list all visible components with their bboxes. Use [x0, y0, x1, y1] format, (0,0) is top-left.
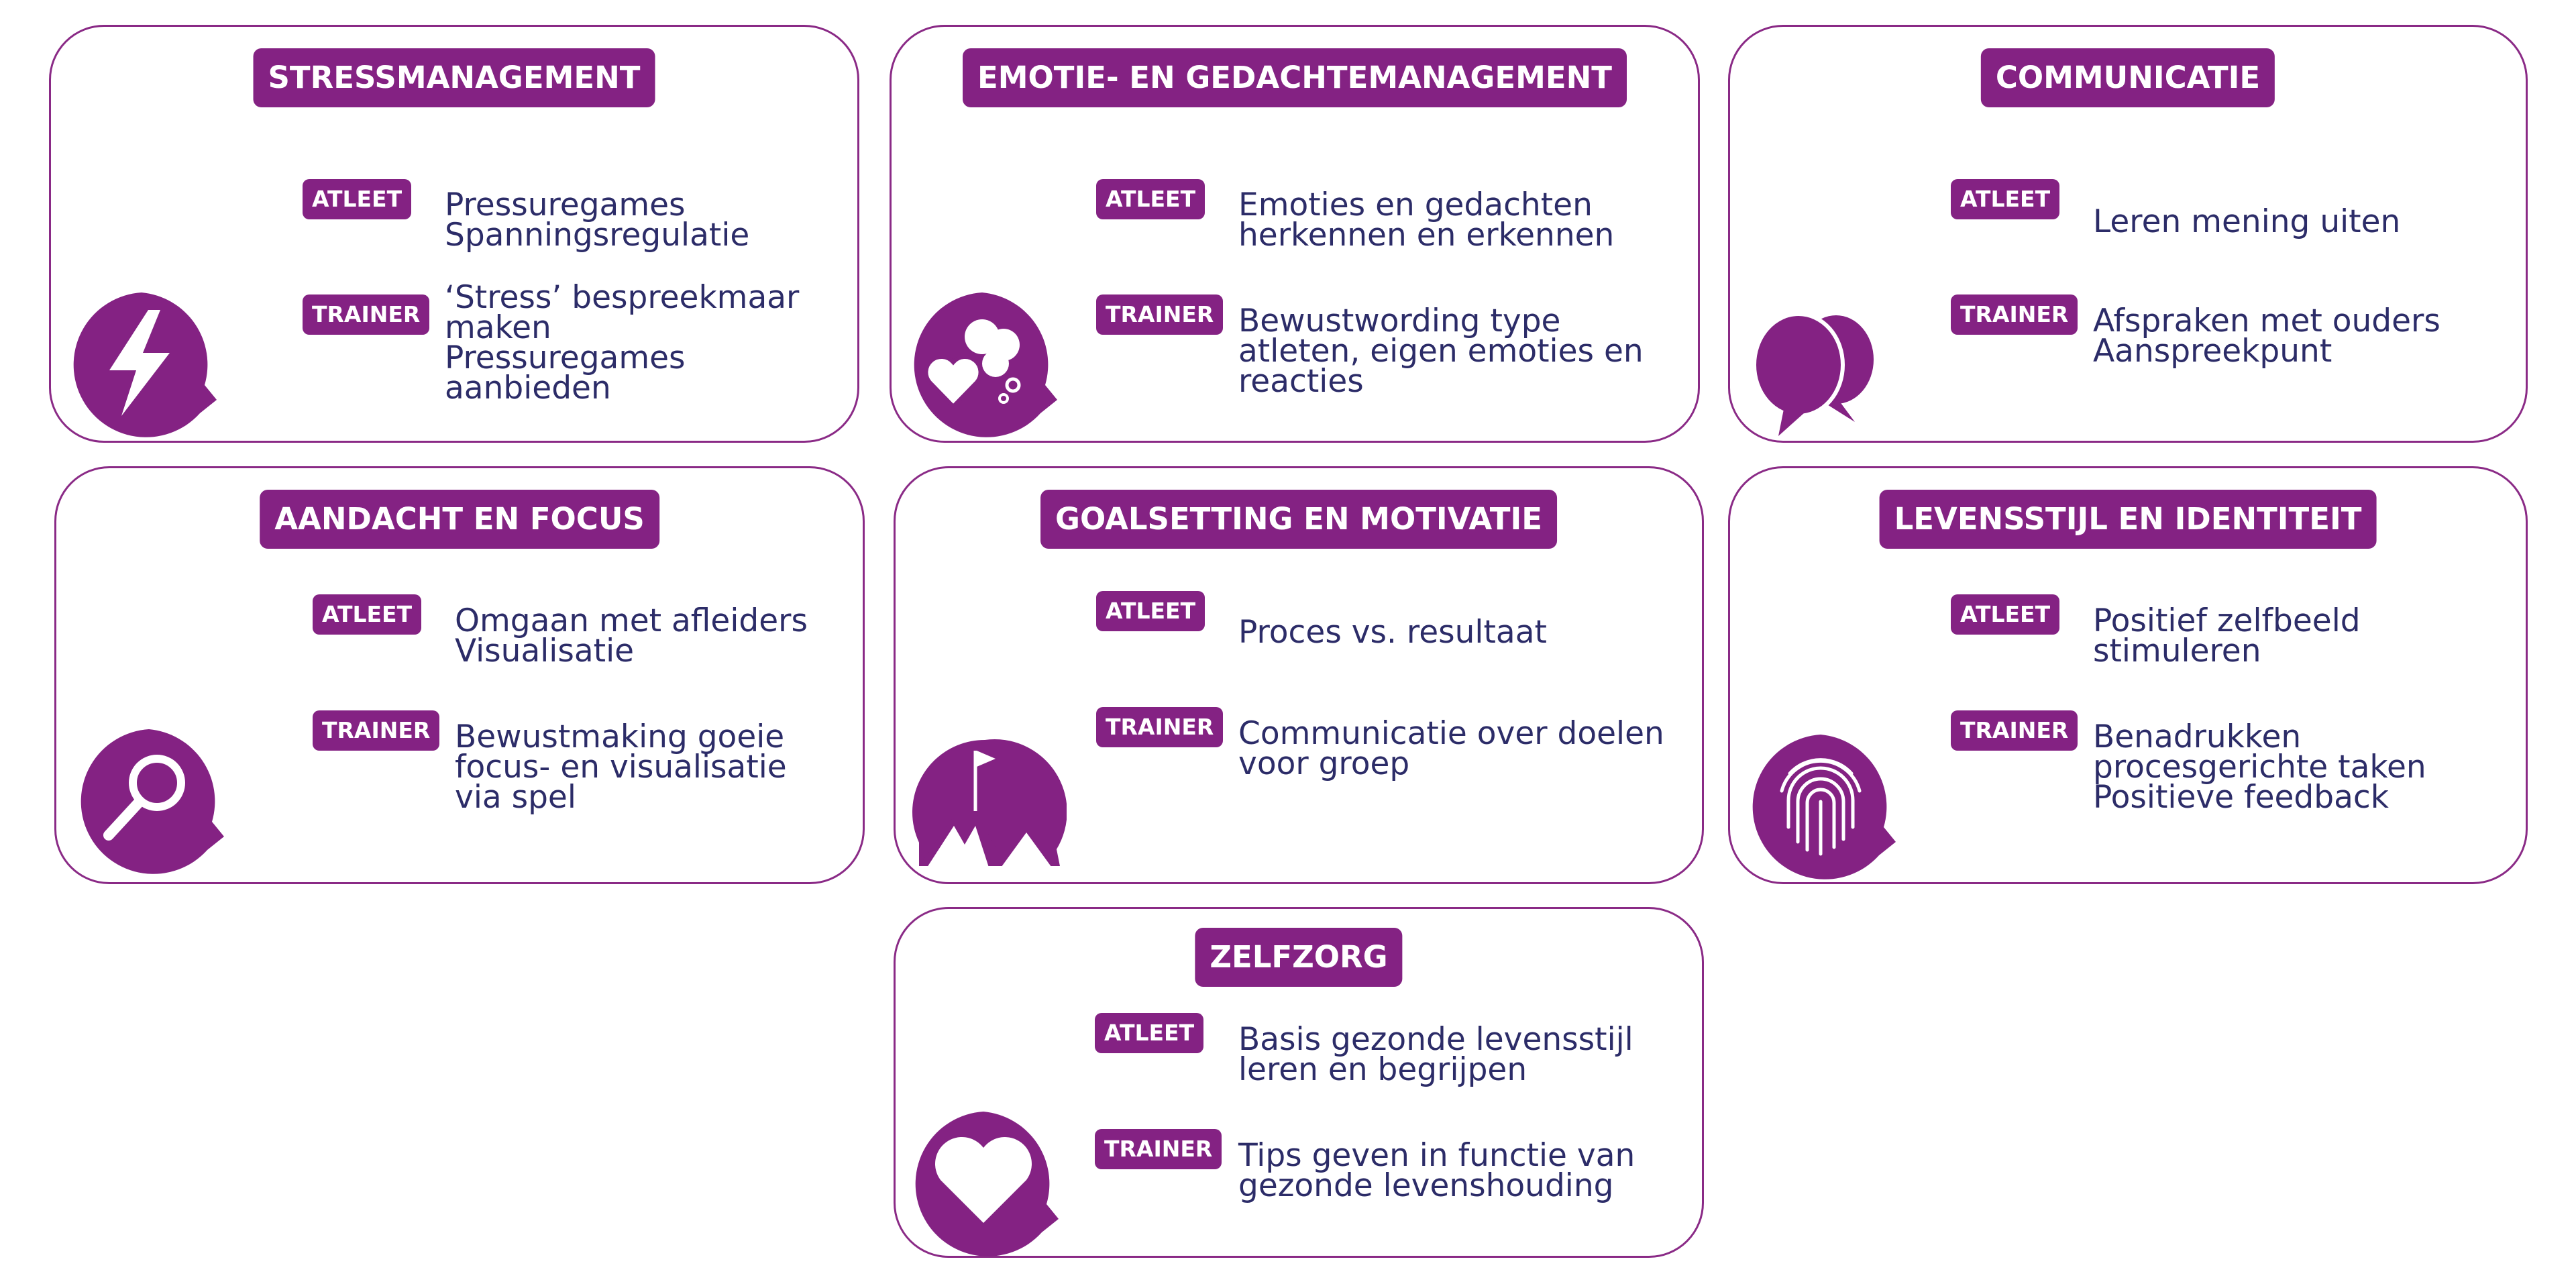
atleet-text: Leren mening uiten	[2093, 203, 2496, 240]
text-line: Omgaan met afleiders	[455, 602, 808, 639]
text-line: focus- en visualisatie	[455, 749, 787, 786]
fingerprint-icon	[1741, 727, 1902, 888]
atleet-badge: ATLEET	[1951, 594, 2060, 635]
atleet-badge: ATLEET	[1096, 591, 1205, 631]
atleet-badge: ATLEET	[1951, 179, 2060, 219]
text-line: ‘Stress’ bespreekmaar	[445, 279, 800, 316]
text-line: Benadrukken	[2093, 718, 2302, 755]
text-line: procesgerichte taken	[2093, 749, 2426, 786]
card-title: AANDACHT EN FOCUS	[260, 490, 659, 549]
atleet-badge: ATLEET	[303, 179, 412, 219]
card-title: EMOTIE- EN GEDACHTEMANAGEMENT	[963, 48, 1627, 107]
atleet-text: Positief zelfbeeld stimuleren	[2093, 602, 2496, 669]
text-line: Proces vs. resultaat	[1238, 614, 1547, 651]
lightning-bolt-icon	[62, 284, 223, 445]
trainer-text: Benadrukken procesgerichte taken Positie…	[2093, 718, 2496, 816]
magnifying-glass-icon	[70, 721, 231, 882]
text-line: Tips geven in functie van	[1238, 1137, 1635, 1174]
atleet-badge: ATLEET	[313, 594, 422, 635]
text-line: Afspraken met ouders	[2093, 303, 2440, 339]
text-line: Positieve feedback	[2093, 779, 2389, 816]
text-line: stimuleren	[2093, 633, 2261, 669]
text-line: Pressuregames	[445, 186, 686, 223]
text-line: herkennen en erkennen	[1238, 217, 1615, 254]
trainer-text: Bewustwording type atleten, eigen emotie…	[1238, 303, 1644, 400]
text-line: atleten, eigen emoties en	[1238, 333, 1644, 370]
text-line: Leren mening uiten	[2093, 203, 2401, 240]
card-title: STRESSMANAGEMENT	[253, 48, 655, 107]
card-stressmanagement: STRESSMANAGEMENT ATLEET Pressuregames Sp…	[49, 25, 859, 443]
text-line: via spel	[455, 779, 576, 816]
text-line: Communicatie over doelen	[1238, 715, 1664, 752]
card-title: COMMUNICATIE	[1980, 48, 2275, 107]
card-emotie-gedachtemanagement: EMOTIE- EN GEDACHTEMANAGEMENT ATLEET Emo…	[890, 25, 1700, 443]
trainer-text: Tips geven in functie van gezonde levens…	[1238, 1140, 1641, 1201]
text-line: Bewustmaking goeie	[455, 718, 785, 755]
atleet-text: Omgaan met afleiders Visualisatie	[455, 602, 857, 669]
atleet-text: Basis gezonde levensstijl leren en begri…	[1238, 1024, 1641, 1085]
trainer-text: Bewustmaking goeie focus- en visualisati…	[455, 718, 857, 816]
text-line: maken	[445, 309, 551, 346]
text-line: Visualisatie	[455, 633, 635, 669]
text-line: Positief zelfbeeld	[2093, 602, 2361, 639]
card-title: GOALSETTING EN MOTIVATIE	[1040, 490, 1557, 549]
card-zelfzorg: ZELFZORG ATLEET Basis gezonde levensstij…	[894, 907, 1704, 1258]
text-line: gezonde levenshouding	[1238, 1167, 1614, 1204]
trainer-badge: TRAINER	[1096, 294, 1224, 335]
card-communicatie: COMMUNICATIE ATLEET Leren mening uiten T…	[1728, 25, 2528, 443]
atleet-badge: ATLEET	[1095, 1013, 1204, 1053]
text-line: leren en begrijpen	[1238, 1051, 1527, 1088]
text-line: Emoties en gedachten	[1238, 186, 1593, 223]
atleet-text: Proces vs. resultaat	[1238, 614, 1641, 651]
card-aandacht-focus: AANDACHT EN FOCUS ATLEET Omgaan met afle…	[54, 466, 865, 884]
text-line: reacties	[1238, 363, 1364, 400]
text-line: Bewustwording type	[1238, 303, 1561, 339]
trainer-text: ‘Stress’ bespreekmaar maken Pressuregame…	[445, 279, 847, 407]
trainer-badge: TRAINER	[1951, 710, 2078, 751]
mountain-flag-icon	[906, 732, 1067, 893]
speech-bubbles-icon	[1737, 284, 1898, 445]
trainer-badge: TRAINER	[303, 294, 430, 335]
atleet-text: Emoties en gedachten herkennen en erkenn…	[1238, 186, 1641, 254]
trainer-badge: TRAINER	[1096, 707, 1224, 747]
card-goalsetting-motivatie: GOALSETTING EN MOTIVATIE ATLEET Proces v…	[894, 466, 1704, 884]
atleet-badge: ATLEET	[1096, 179, 1205, 219]
text-line: Aanspreekpunt	[2093, 333, 2332, 370]
trainer-text: Afspraken met ouders Aanspreekpunt	[2093, 303, 2496, 370]
trainer-badge: TRAINER	[1951, 294, 2078, 335]
heart-thought-cloud-icon	[903, 284, 1064, 445]
atleet-text: Pressuregames Spanningsregulatie	[445, 186, 847, 254]
card-levensstijl-identiteit: LEVENSSTIJL EN IDENTITEIT ATLEET Positie…	[1728, 466, 2528, 884]
card-title: ZELFZORG	[1195, 928, 1403, 987]
text-line: Basis gezonde levensstijl	[1238, 1021, 1633, 1058]
trainer-badge: TRAINER	[1095, 1129, 1222, 1169]
card-title: LEVENSSTIJL EN IDENTITEIT	[1879, 490, 2377, 549]
text-line: aanbieden	[445, 370, 611, 407]
heart-icon	[904, 1104, 1065, 1265]
text-line: Spanningsregulatie	[445, 217, 750, 254]
text-line: Pressuregames	[445, 339, 686, 376]
text-line: voor groep	[1238, 745, 1410, 782]
trainer-badge: TRAINER	[313, 710, 440, 751]
trainer-text: Communicatie over doelen voor groep	[1238, 715, 1664, 782]
